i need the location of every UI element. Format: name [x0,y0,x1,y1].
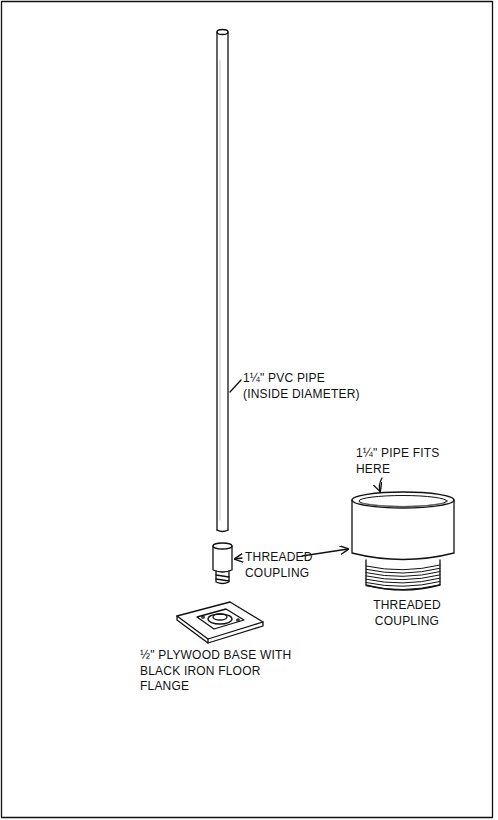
part-label: ½" PLYWOOD BASE WITH BLACK IRON FLOOR FL… [140,648,308,695]
screw-thread [366,565,440,570]
floor-flange [197,609,244,629]
leader-arrow [235,558,242,559]
pvc-pipe [217,30,228,532]
part-label: 1¼" PIPE FITS HERE [356,446,460,477]
leader-line [230,380,241,392]
screw-thread [366,572,440,577]
part-label: 1¼" PVC PIPE (INSIDE DIAMETER) [243,371,363,402]
small-coupling [213,543,232,584]
screw-thread [366,568,440,573]
part-label: THREADED COUPLING [362,598,452,629]
screw-thread [366,578,440,583]
plywood-base [177,602,263,643]
screw-thread [366,582,440,587]
part-label: THREADED COUPLING [245,550,307,581]
leader-arrow [379,478,382,491]
leader-arrow [302,549,348,556]
screw-thread [366,575,440,580]
screw-thread [366,585,440,590]
large-coupling [352,492,454,590]
